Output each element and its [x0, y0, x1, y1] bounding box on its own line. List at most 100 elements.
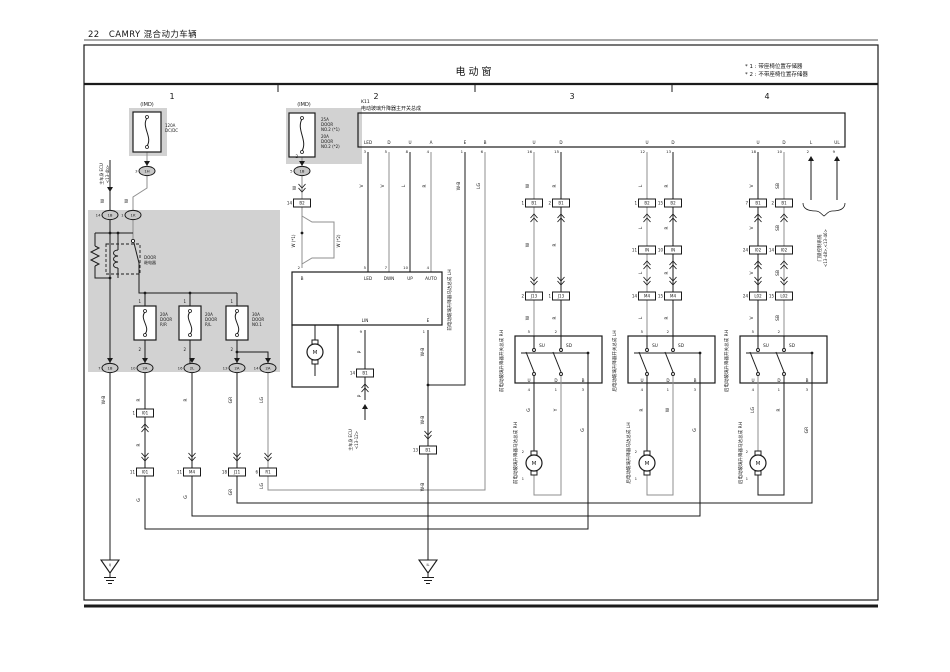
terminal-label: SU: [652, 343, 658, 348]
fuse-terminal: [145, 145, 149, 149]
label: GR: [228, 489, 234, 496]
label: L: [401, 184, 407, 187]
junction-code: I01: [142, 470, 149, 475]
junction-pin: 18: [222, 470, 228, 475]
ground-code: IL: [427, 563, 430, 567]
wire-dot: [300, 231, 304, 235]
connector-chevron: [141, 423, 149, 433]
junction-pin: 14: [632, 294, 638, 299]
pin-number: 5: [752, 329, 755, 334]
connector-code: 2A: [234, 366, 239, 371]
wire-dot: [108, 276, 112, 280]
junction-pin: 15: [658, 294, 664, 299]
flow-arrow: [107, 187, 113, 192]
motor-brush: [754, 450, 762, 456]
label: LG: [259, 396, 265, 403]
label: P: [357, 350, 363, 353]
connector-chevron: [264, 452, 272, 462]
label: LG: [259, 482, 265, 489]
junction-pin: 11: [130, 470, 136, 475]
label: B: [484, 140, 487, 145]
wire-dot: [188, 291, 192, 295]
label: DOOR: [205, 317, 217, 322]
wire: [533, 376, 562, 496]
label: U: [645, 140, 648, 145]
fuse-terminal: [300, 150, 304, 154]
wire: [191, 372, 701, 517]
connector-oval: [124, 209, 142, 221]
connector-code: 2L: [190, 366, 195, 371]
motor-letter: M: [645, 461, 650, 467]
label: W: [124, 198, 130, 203]
label: 主车身 ECU: [98, 163, 104, 185]
junction-pin: 14: [287, 201, 293, 206]
terminal-label: D: [554, 378, 557, 383]
wire: [428, 152, 466, 386]
contact: [671, 348, 675, 352]
label: W (*2): [336, 234, 341, 247]
label: 2: [373, 92, 378, 101]
label: 18: [751, 149, 756, 154]
terminal-label: SD: [566, 343, 572, 348]
flow-arrow: [107, 358, 113, 363]
terminal-label: SU: [763, 343, 769, 348]
pin-number: 3: [694, 387, 697, 392]
connector-code: 1B: [107, 366, 112, 371]
label: 20A: [160, 312, 168, 317]
label: NO.1: [252, 322, 262, 327]
switch-lever: [664, 351, 674, 373]
label: DOOR: [144, 255, 156, 260]
label: SB: [775, 183, 781, 189]
junction-pin: 7: [745, 201, 748, 206]
label: L: [638, 271, 644, 274]
junction-code: I02: [781, 248, 788, 253]
wire-color: G: [580, 428, 586, 432]
connector-chevron: [361, 383, 369, 393]
pin-number: 5: [641, 329, 644, 334]
wire-color: LG: [750, 406, 756, 413]
ground-symbol: [417, 559, 439, 574]
junction-code: B1: [781, 201, 787, 206]
label: 2: [295, 154, 298, 159]
connector-oval: [101, 362, 119, 374]
label: R: [664, 271, 670, 274]
label: D: [387, 140, 390, 145]
label: V: [749, 226, 755, 230]
fuse-terminal: [143, 333, 147, 337]
wire-color: R: [776, 408, 782, 411]
connector-chevron: [188, 452, 196, 462]
flow-arrow: [808, 156, 814, 161]
label: E: [427, 318, 430, 323]
motor-letter: M: [313, 350, 318, 356]
motor-letter: M: [756, 461, 761, 467]
junction-pin: 2: [521, 294, 524, 299]
wire: [132, 175, 148, 211]
label: 1: [138, 299, 141, 304]
connector-chevron: [780, 213, 788, 223]
label: R: [664, 226, 670, 229]
junction-connector: [183, 467, 201, 477]
junction-code: B1: [362, 371, 368, 376]
label: R: [136, 443, 142, 446]
contact: [645, 372, 649, 376]
label: SB: [775, 270, 781, 276]
fuse-element: [144, 117, 150, 147]
junction-code: B2: [644, 201, 650, 206]
contact: [559, 348, 563, 352]
terminal-label: B: [582, 378, 585, 383]
label: D: [671, 140, 674, 145]
label: 9: [833, 149, 836, 154]
connector-oval: [136, 362, 154, 374]
label: 7: [385, 265, 388, 270]
pin-number: 1: [635, 477, 637, 481]
pin-number: 2: [667, 329, 670, 334]
motor-symbol: [306, 343, 324, 361]
junction-connector: [228, 467, 246, 477]
label: <13-48>,<13-46>: [823, 229, 828, 267]
connector-pin: 3: [135, 169, 138, 174]
label: 2: [298, 265, 301, 270]
label: UL: [834, 140, 840, 145]
connector-chevron: [780, 260, 788, 270]
